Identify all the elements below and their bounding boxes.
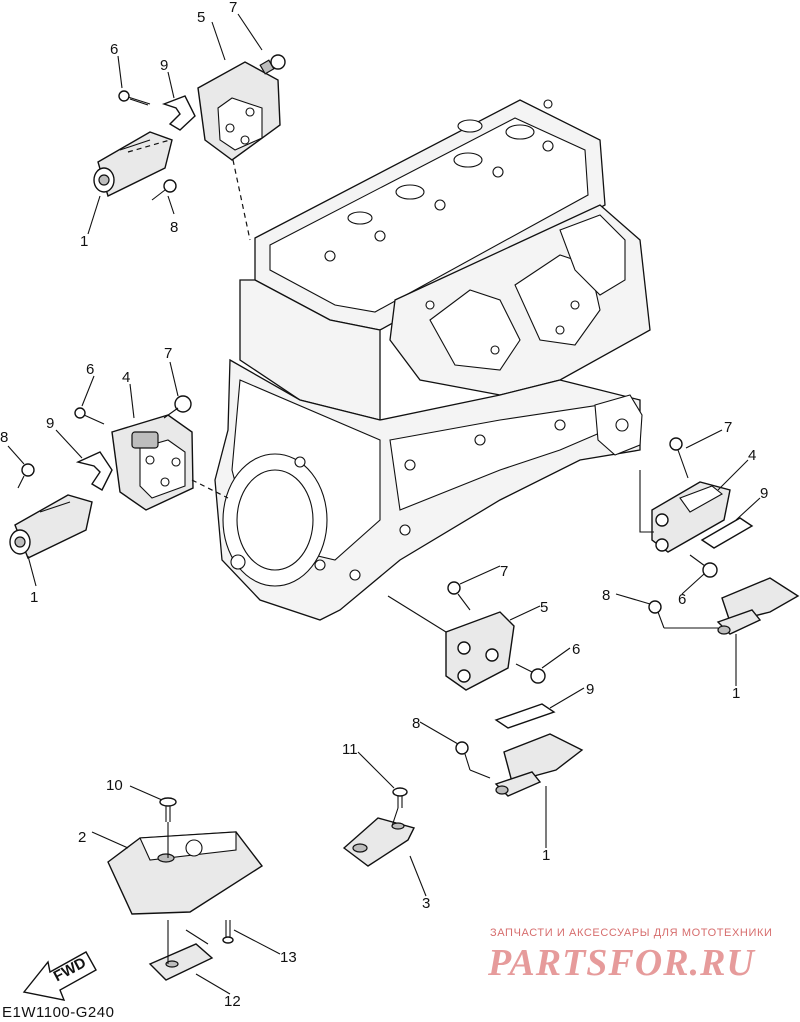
rubber-mount-1d bbox=[494, 733, 584, 797]
bolt-6d bbox=[515, 663, 546, 684]
callout-1: 1 bbox=[30, 589, 38, 606]
bolt-8c bbox=[648, 600, 665, 629]
callout-9: 9 bbox=[586, 681, 594, 698]
mount-group-right bbox=[639, 437, 800, 635]
callout-9: 9 bbox=[46, 415, 54, 432]
watermark-tagline: ЗАПЧАСТИ И АКСЕССУАРЫ ДЛЯ МОТОТЕХНИКИ bbox=[490, 927, 773, 939]
callout-8: 8 bbox=[170, 219, 178, 236]
callout-labels: 7 5 6 9 8 1 6 7 4 9 8 1 7 4 9 6 8 1 7 5 … bbox=[0, 0, 768, 1010]
callout-4: 4 bbox=[748, 447, 756, 464]
callout-7: 7 bbox=[724, 419, 732, 436]
callout-6: 6 bbox=[86, 361, 94, 378]
plate-12 bbox=[148, 943, 214, 981]
callout-3: 3 bbox=[422, 895, 430, 912]
callout-11: 11 bbox=[342, 741, 358, 758]
callout-1: 1 bbox=[542, 847, 550, 864]
callout-7: 7 bbox=[164, 345, 172, 362]
mount-group-upper-rear bbox=[93, 54, 286, 241]
callout-2: 2 bbox=[78, 829, 86, 846]
pin-13 bbox=[222, 920, 234, 944]
bolt-6c bbox=[689, 554, 718, 578]
callout-8: 8 bbox=[0, 429, 8, 446]
screw-10 bbox=[159, 797, 177, 822]
bolt-7b bbox=[163, 395, 192, 419]
fwd-arrow: FWD bbox=[22, 951, 97, 1001]
pad-3 bbox=[342, 817, 416, 867]
shim-9d bbox=[494, 703, 556, 729]
shim-9c bbox=[700, 517, 754, 549]
callout-7: 7 bbox=[229, 0, 237, 16]
bolt-7d bbox=[447, 581, 471, 611]
leader-lines bbox=[7, 13, 761, 995]
callout-5: 5 bbox=[540, 599, 548, 616]
bolt-8d bbox=[455, 741, 471, 771]
callout-6: 6 bbox=[110, 41, 118, 58]
bolt-7c bbox=[669, 437, 689, 479]
bolt-7a bbox=[259, 54, 286, 75]
shim-9b bbox=[75, 451, 113, 491]
callout-9: 9 bbox=[160, 57, 168, 74]
callout-9: 9 bbox=[760, 485, 768, 502]
rubber-mount-1a bbox=[93, 131, 173, 197]
engine-bracket-5b bbox=[445, 611, 515, 691]
callout-8: 8 bbox=[412, 715, 420, 732]
callout-8: 8 bbox=[602, 587, 610, 604]
diagram-code: E1W1100-G240 bbox=[2, 1004, 115, 1021]
bolt-8b bbox=[17, 463, 35, 489]
watermark-logo: PARTSFOR.RU bbox=[488, 942, 755, 984]
bolt-8a bbox=[151, 179, 177, 201]
callout-1: 1 bbox=[80, 233, 88, 250]
bolt-6a bbox=[118, 90, 151, 106]
callout-12: 12 bbox=[224, 993, 241, 1010]
mount-group-center bbox=[387, 581, 584, 797]
callout-5: 5 bbox=[197, 9, 205, 26]
callout-7: 7 bbox=[500, 563, 508, 580]
engine-block bbox=[214, 99, 651, 621]
callout-6: 6 bbox=[678, 591, 686, 608]
callout-6: 6 bbox=[572, 641, 580, 658]
rubber-mount-1c bbox=[716, 577, 800, 635]
screw-11 bbox=[392, 787, 408, 808]
rubber-mount-1b bbox=[9, 494, 93, 559]
callout-10: 10 bbox=[106, 777, 123, 794]
mount-group-left bbox=[9, 395, 229, 559]
damper-2 bbox=[107, 831, 264, 915]
callout-1: 1 bbox=[732, 685, 740, 702]
lower-parts bbox=[107, 787, 416, 981]
callout-13: 13 bbox=[280, 949, 297, 966]
bolt-6b bbox=[74, 407, 105, 425]
shim-9a bbox=[161, 95, 196, 131]
callout-4: 4 bbox=[122, 369, 130, 386]
